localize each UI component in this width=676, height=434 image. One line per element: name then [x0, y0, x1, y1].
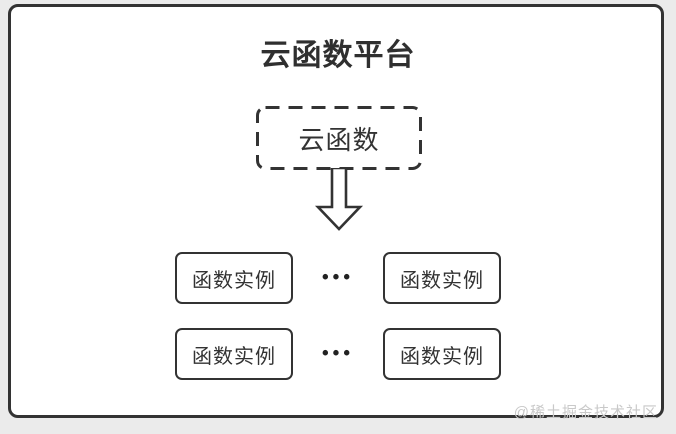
- cloud-function-node: 云函数: [256, 106, 422, 170]
- function-instance-box: 函数实例: [383, 252, 501, 304]
- function-instance-box: 函数实例: [383, 328, 501, 380]
- ellipsis-dots: •••: [322, 267, 354, 288]
- down-arrow-icon: [314, 168, 364, 231]
- page-title: 云函数平台: [260, 39, 416, 72]
- function-instance-box: 函数实例: [175, 328, 293, 380]
- dashed-border: [256, 106, 422, 170]
- watermark: @稀土掘金技术社区: [513, 404, 658, 421]
- cloud-function-label: 云函数: [298, 124, 380, 155]
- function-instance-box: 函数实例: [175, 252, 293, 304]
- ellipsis-dots: •••: [322, 343, 354, 364]
